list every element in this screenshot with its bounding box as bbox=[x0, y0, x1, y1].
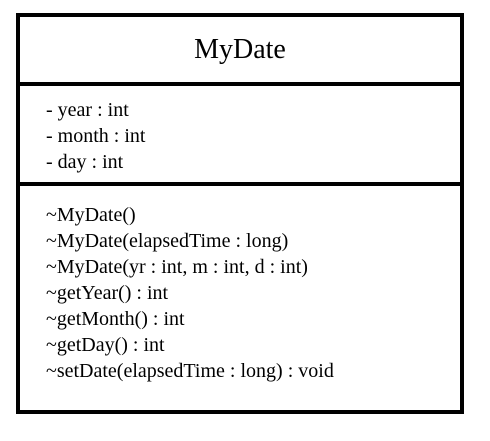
method-constructor-ymd: ~MyDate(yr : int, m : int, d : int) bbox=[46, 256, 308, 278]
method-get-year: ~getYear() : int bbox=[46, 282, 169, 304]
method-set-date: ~setDate(elapsedTime : long) : void bbox=[46, 360, 334, 382]
method-constructor-elapsed: ~MyDate(elapsedTime : long) bbox=[46, 230, 289, 252]
uml-class-box: MyDate - year : int - month : int - day … bbox=[16, 13, 464, 414]
attribute-day: - day : int bbox=[46, 151, 124, 173]
method-constructor-default: ~MyDate() bbox=[46, 204, 136, 226]
class-name-section: MyDate bbox=[20, 17, 460, 86]
attribute-month: - month : int bbox=[46, 125, 146, 147]
class-name: MyDate bbox=[194, 33, 286, 65]
attribute-year: - year : int bbox=[46, 99, 129, 121]
method-get-month: ~getMonth() : int bbox=[46, 308, 185, 330]
attributes-section: - year : int - month : int - day : int bbox=[20, 86, 460, 186]
methods-section: ~MyDate() ~MyDate(elapsedTime : long) ~M… bbox=[20, 186, 460, 410]
method-get-day: ~getDay() : int bbox=[46, 334, 165, 356]
